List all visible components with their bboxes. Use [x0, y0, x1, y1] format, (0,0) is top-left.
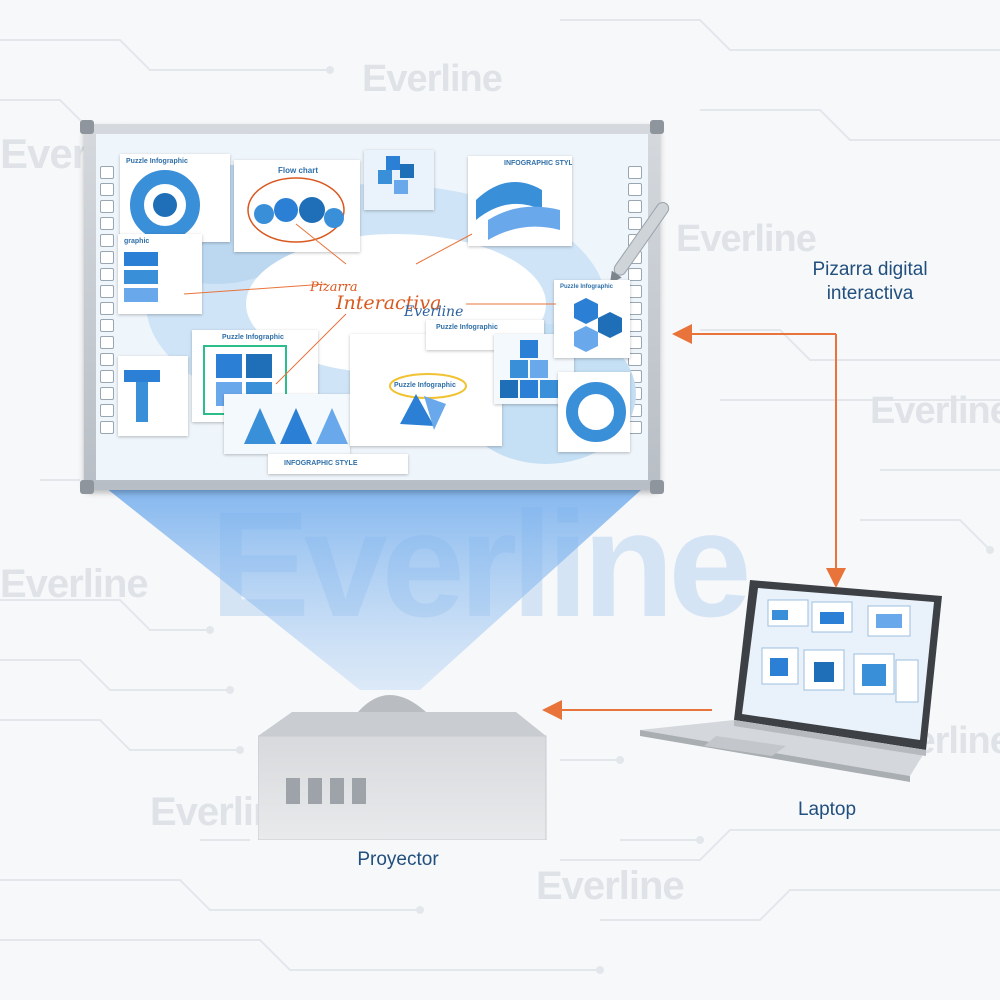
handwritten-text: Interactiva — [336, 292, 442, 314]
card-title: Puzzle Infographic — [126, 158, 188, 165]
pie-pieces-graphic — [389, 373, 467, 430]
tool-button[interactable] — [100, 421, 114, 434]
slide-card — [558, 372, 630, 452]
tool-button[interactable] — [628, 166, 642, 179]
parts-graphic — [476, 182, 560, 240]
tool-button[interactable] — [100, 268, 114, 281]
tool-button[interactable] — [100, 234, 114, 247]
donut-graphic — [130, 170, 200, 240]
card-title: graphic — [124, 238, 150, 245]
pyramid-graphic — [244, 408, 348, 444]
slide-card: Puzzle Infographic — [554, 280, 630, 358]
flow-chart-graphic — [247, 177, 345, 243]
card-title: Puzzle Infographic — [560, 284, 614, 290]
left-toolbar[interactable] — [100, 166, 116, 434]
watermark-logo: Everline — [536, 864, 685, 908]
slide-card: Puzzle Infographic — [120, 154, 230, 242]
tool-button[interactable] — [100, 387, 114, 400]
card-title: Puzzle Infographic — [222, 334, 284, 341]
card-title: Flow chart — [278, 166, 319, 175]
hexagon-graphic — [574, 298, 622, 352]
watermark-logo: Everline — [362, 58, 503, 100]
slide-card: graphic — [118, 234, 202, 314]
tool-button[interactable] — [628, 217, 642, 230]
slide-card: INFOGRAPHIC STYLE — [468, 156, 572, 246]
annotation-lines — [183, 223, 556, 385]
slide-card: Puzzle Infographic — [350, 334, 502, 446]
board-label-line1: Pizarra digital — [812, 259, 928, 280]
watermark-logo: Everline — [0, 562, 149, 606]
slide-card — [224, 394, 350, 454]
laptop-label: Laptop — [797, 799, 857, 820]
card-title: INFOGRAPHIC STYLE — [284, 460, 358, 467]
board-label-line2: interactiva — [826, 283, 914, 304]
tool-button[interactable] — [628, 200, 642, 213]
ring-graphic — [566, 382, 626, 442]
board-label: Pizarra digital interactiva — [770, 258, 970, 306]
tool-button[interactable] — [100, 183, 114, 196]
tool-button[interactable] — [100, 336, 114, 349]
tool-button[interactable] — [100, 200, 114, 213]
tool-button[interactable] — [100, 404, 114, 417]
projector — [258, 695, 547, 840]
watermark-logo: Everline — [870, 390, 1000, 432]
card-title: INFOGRAPHIC STYLE — [504, 160, 572, 167]
chevron-stack-graphic — [124, 252, 158, 302]
pen-icon — [609, 202, 670, 280]
tool-button[interactable] — [100, 302, 114, 315]
tool-button[interactable] — [100, 285, 114, 298]
puzzle-graphic — [378, 156, 414, 194]
t-shape-graphic — [124, 370, 160, 422]
tool-button[interactable] — [100, 166, 114, 179]
laptop — [640, 580, 942, 782]
slide-card — [118, 356, 188, 436]
tool-button[interactable] — [628, 183, 642, 196]
tool-button[interactable] — [100, 319, 114, 332]
watermark-logo: Everline — [676, 218, 817, 260]
tool-button[interactable] — [100, 217, 114, 230]
card-title: Puzzle Infographic — [394, 382, 456, 389]
tool-button[interactable] — [100, 251, 114, 264]
projector-label: Proyector — [357, 849, 439, 870]
slide-card — [364, 150, 434, 210]
handwritten-text: Pizarra — [310, 280, 358, 295]
tool-button[interactable] — [100, 370, 114, 383]
slide-card: INFOGRAPHIC STYLE — [268, 454, 408, 474]
cubes-graphic — [500, 340, 558, 398]
tool-button[interactable] — [628, 268, 642, 281]
slide-card: Flow chart — [234, 160, 360, 252]
tool-button[interactable] — [100, 353, 114, 366]
card-title: Puzzle Infographic — [436, 324, 498, 331]
tool-button[interactable] — [628, 353, 642, 366]
handwritten-text: Everline — [404, 304, 464, 320]
